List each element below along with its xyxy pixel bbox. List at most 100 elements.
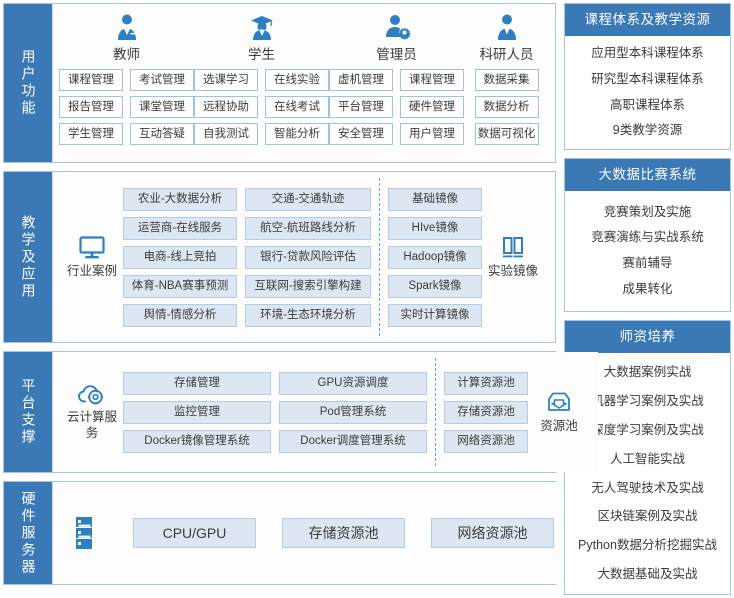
chip-image-hive[interactable]: HIve镜像	[388, 216, 482, 240]
panel-item-applied-undergrad[interactable]: 应用型本科课程体系	[591, 46, 704, 60]
band-label-user-functions: 用户功能	[4, 4, 52, 162]
role-chip-row: 数据采集	[474, 69, 539, 91]
chip-admin-platform-mgmt[interactable]: 平台管理	[329, 96, 393, 118]
role-column-teacher: 教师 课程管理 考试管理 报告管理 课堂管理 学生管理 互动答疑	[59, 12, 194, 156]
panel-item-bigdata-foundation[interactable]: 大数据基础及实战	[597, 567, 698, 582]
chip-admin-hardware-mgmt[interactable]: 硬件管理	[400, 96, 464, 118]
role-column-student: 学生 选课学习 在线实验 远程协助 在线考试 自我测试 智能分析	[194, 12, 329, 156]
chip-student-remote-help[interactable]: 远程协助	[194, 96, 258, 118]
chip-case-ecommerce[interactable]: 电商-线上竞拍	[123, 245, 237, 269]
panel-item-contest-drill[interactable]: 竞赛演练与实战系统	[591, 230, 704, 245]
panel-item-ml-case[interactable]: 机器学习案例及实战	[591, 393, 704, 408]
chip-case-traffic[interactable]: 交通-交通轨迹	[245, 187, 371, 211]
monitor-icon	[78, 235, 106, 261]
chip-teacher-course-mgmt[interactable]: 课程管理	[59, 69, 123, 91]
panel-item-achievement-transfer[interactable]: 成果转化	[622, 281, 673, 296]
panel-item-blockchain-case[interactable]: 区块链案例及实战	[597, 509, 698, 524]
panel-item-autonomous-driving[interactable]: 无人驾驶技术及实战	[591, 480, 704, 495]
panel-item-research-undergrad[interactable]: 研究型本科课程体系	[591, 71, 704, 86]
band-label-text: 硬件服务器	[20, 490, 37, 576]
chip-case-bank[interactable]: 银行-贷款风险评估	[245, 245, 371, 269]
panel-item-bigdata-case[interactable]: 大数据案例实战	[603, 365, 692, 379]
band-body-hardware-server: CPU/GPU 存储资源池 网络资源池	[52, 482, 562, 584]
band-teaching-application: 教学及应用 行业案例 农业-大数据分析	[3, 171, 556, 343]
role-column-admin: 管理员 虚机管理 课程管理 平台管理 硬件管理 安全管理 用户管理	[329, 12, 464, 156]
chip-pod-mgmt[interactable]: Pod管理系统	[279, 400, 427, 424]
panel-item-python-data-analysis[interactable]: Python数据分析挖掘实战	[578, 538, 717, 553]
chip-admin-security-mgmt[interactable]: 安全管理	[329, 123, 393, 145]
section-divider-teaching	[379, 178, 380, 336]
role-chip-row: 自我测试 智能分析	[194, 123, 329, 145]
panel-body-contest-system: 竞赛策划及实施 竞赛演练与实战系统 赛前辅导 成果转化	[565, 191, 730, 311]
band-body-user-functions: 教师 课程管理 考试管理 报告管理 课堂管理 学生管理 互动答疑	[52, 4, 555, 162]
role-chip-rows-teacher: 课程管理 考试管理 报告管理 课堂管理 学生管理 互动答疑	[59, 69, 194, 145]
chip-teacher-report-mgmt[interactable]: 报告管理	[59, 96, 123, 118]
chip-teacher-class-mgmt[interactable]: 课堂管理	[130, 96, 194, 118]
chip-teacher-qa[interactable]: 互动答疑	[130, 123, 194, 145]
band-label-text: 教学及应用	[20, 214, 37, 300]
chip-storage-mgmt[interactable]: 存储管理	[123, 371, 271, 395]
panel-item-ai-practice[interactable]: 人工智能实战	[609, 451, 685, 466]
chip-cpu-gpu[interactable]: CPU/GPU	[133, 518, 256, 548]
researcher-icon	[492, 12, 522, 42]
chip-image-realtime[interactable]: 实时计算镜像	[388, 303, 482, 327]
band-label-teaching-application: 教学及应用	[4, 172, 52, 342]
band-label-text: 平台支撑	[20, 378, 37, 446]
chip-image-base[interactable]: 基础镜像	[388, 187, 482, 211]
chip-storage-pool[interactable]: 存储资源池	[444, 400, 528, 424]
container-icon	[499, 235, 527, 261]
lab-image-group-label: 实验镜像	[482, 235, 544, 280]
role-chip-row: 远程协助 在线考试	[194, 96, 329, 118]
chip-hw-storage-pool[interactable]: 存储资源池	[282, 518, 405, 548]
panel-item-pre-contest-coaching[interactable]: 赛前辅导	[622, 256, 673, 270]
chip-admin-vm-mgmt[interactable]: 虚机管理	[329, 69, 393, 91]
section-divider-platform	[435, 358, 436, 466]
role-chip-row: 数据可视化	[474, 123, 539, 145]
chip-researcher-data-collect[interactable]: 数据采集	[474, 69, 539, 91]
chip-student-self-test[interactable]: 自我测试	[194, 123, 258, 145]
chip-student-select-course[interactable]: 选课学习	[194, 69, 258, 91]
chip-case-environment[interactable]: 环境-生态环境分析	[245, 303, 371, 327]
role-title-teacher: 教师	[113, 47, 140, 62]
resource-pool-icon	[545, 390, 573, 416]
panel-item-vocational[interactable]: 高职课程体系	[609, 97, 685, 112]
chip-teacher-student-mgmt[interactable]: 学生管理	[59, 123, 123, 145]
chip-admin-user-mgmt[interactable]: 用户管理	[400, 123, 464, 145]
role-chip-row: 选课学习 在线实验	[194, 69, 329, 91]
band-label-platform-support: 平台支撑	[4, 352, 52, 472]
chip-network-pool[interactable]: 网络资源池	[444, 429, 528, 453]
chip-case-operator[interactable]: 运营商-在线服务	[123, 216, 237, 240]
role-chip-rows-student: 选课学习 在线实验 远程协助 在线考试 自我测试 智能分析	[194, 69, 329, 145]
chip-student-smart-analysis[interactable]: 智能分析	[265, 123, 329, 145]
chip-researcher-data-viz[interactable]: 数据可视化	[474, 123, 539, 145]
panel-item-dl-case[interactable]: 深度学习案例及实战	[591, 422, 704, 437]
chip-case-aviation[interactable]: 航空-航班路线分析	[245, 216, 371, 240]
chip-docker-scheduling-mgmt[interactable]: Docker调度管理系统	[279, 429, 427, 453]
panel-item-teaching-resources[interactable]: 9类教学资源	[612, 123, 683, 138]
chip-docker-image-mgmt[interactable]: Docker镜像管理系统	[123, 429, 271, 453]
chip-image-hadoop[interactable]: Hadoop镜像	[388, 245, 482, 269]
chip-teacher-exam-mgmt[interactable]: 考试管理	[130, 69, 194, 91]
chip-case-internet[interactable]: 互联网-搜索引擎构建	[245, 274, 371, 298]
chip-compute-pool[interactable]: 计算资源池	[444, 371, 528, 395]
role-chip-row: 数据分析	[474, 96, 539, 118]
panel-item-contest-planning[interactable]: 竞赛策划及实施	[603, 204, 692, 219]
band-body-platform-support: 云计算服务 存储管理 监控管理 Docker镜像管理系统 GPU资源调度 Pod…	[52, 352, 598, 472]
chip-case-sports[interactable]: 体育-NBA赛事预测	[123, 274, 237, 298]
chip-student-online-lab[interactable]: 在线实验	[265, 69, 329, 91]
role-chip-row: 课程管理 考试管理	[59, 69, 194, 91]
chip-image-spark[interactable]: Spark镜像	[388, 274, 482, 298]
chip-case-agriculture[interactable]: 农业-大数据分析	[123, 187, 237, 211]
role-chip-row: 虚机管理 课程管理	[329, 69, 464, 91]
left-column: 用户功能 教师 课程管	[3, 3, 578, 585]
role-chip-rows-researcher: 数据采集 数据分析 数据可视化	[474, 69, 539, 145]
chip-gpu-scheduling[interactable]: GPU资源调度	[279, 371, 427, 395]
cloud-service-group-label: 云计算服务	[61, 383, 123, 441]
chip-student-online-exam[interactable]: 在线考试	[265, 96, 329, 118]
chip-hw-network-pool[interactable]: 网络资源池	[431, 518, 554, 548]
lab-image-label: 实验镜像	[487, 263, 538, 278]
chip-case-sentiment[interactable]: 舆情-情感分析	[123, 303, 237, 327]
chip-admin-course-mgmt[interactable]: 课程管理	[400, 69, 464, 91]
chip-monitor-mgmt[interactable]: 监控管理	[123, 400, 271, 424]
chip-researcher-data-analysis[interactable]: 数据分析	[474, 96, 539, 118]
